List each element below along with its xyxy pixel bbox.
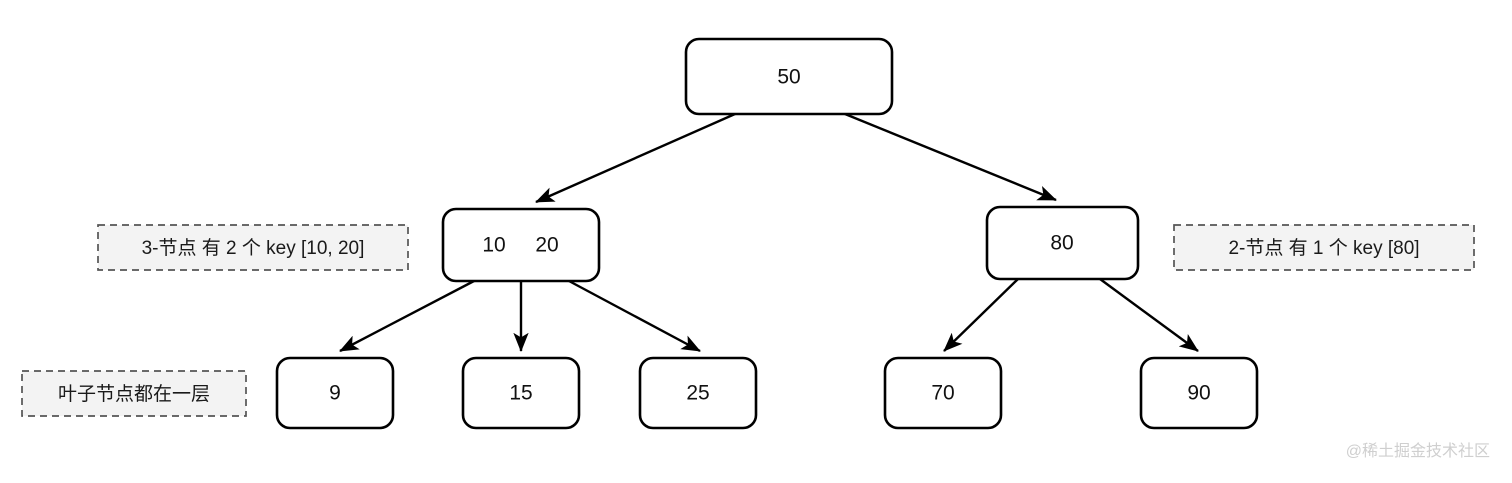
node-leaf-9-box xyxy=(275,356,395,430)
node-leaf-9-label: 9 xyxy=(329,382,341,405)
annotation-leaves-box xyxy=(21,370,247,417)
node-leaf-15-label: 15 xyxy=(509,382,532,405)
annotation-leaves-text: 叶子节点都在一层 xyxy=(58,383,210,405)
annotation-leaves: 叶子节点都在一层 xyxy=(21,370,247,417)
node-leaf-70-box xyxy=(883,356,1003,430)
node-leaf-70-label: 70 xyxy=(931,382,954,405)
node-leaf-90-label: 90 xyxy=(1187,382,1210,405)
node-leaf-9[interactable]: 9 xyxy=(275,356,395,430)
node-left-internal[interactable]: 10 20 xyxy=(441,207,601,283)
node-leaf-15-box xyxy=(461,356,581,430)
node-leaf-25-box xyxy=(638,356,758,430)
node-root[interactable]: 50 xyxy=(684,37,894,116)
annotation-3-node-box xyxy=(97,224,409,271)
annotation-2-node-box xyxy=(1173,224,1475,271)
annotation-2-node-text: 2-节点 有 1 个 key [80] xyxy=(1228,237,1419,259)
node-leaf-70[interactable]: 70 xyxy=(883,356,1003,430)
node-right-internal-box xyxy=(985,205,1140,281)
edge-root-to-right-internal xyxy=(844,112,1057,202)
edge-left-internal-to-leaf-25 xyxy=(568,279,701,353)
edge-right-internal-to-leaf-70 xyxy=(943,278,1019,352)
node-left-internal-key-1: 10 xyxy=(482,234,505,257)
node-right-internal-label: 80 xyxy=(1050,232,1073,255)
node-left-internal-box xyxy=(441,207,601,283)
node-leaf-15[interactable]: 15 xyxy=(461,356,581,430)
edge-right-internal-to-leaf-90 xyxy=(1099,278,1199,352)
annotation-3-node: 3-节点 有 2 个 key [10, 20] xyxy=(97,224,409,271)
edge-left-internal-to-leaf-9 xyxy=(339,279,475,353)
node-root-box xyxy=(684,37,894,116)
node-leaf-25[interactable]: 25 xyxy=(638,356,758,430)
edge-root-to-left-internal xyxy=(535,112,736,204)
node-left-internal-key-2: 20 xyxy=(535,234,558,257)
annotation-3-node-text: 3-节点 有 2 个 key [10, 20] xyxy=(142,237,365,259)
node-leaf-90[interactable]: 90 xyxy=(1139,356,1259,430)
node-right-internal[interactable]: 80 xyxy=(985,205,1140,281)
edge-group xyxy=(339,112,1199,353)
watermark: @稀土掘金技术社区 xyxy=(1346,442,1490,460)
node-root-label: 50 xyxy=(777,66,800,89)
node-leaf-25-label: 25 xyxy=(686,382,709,405)
node-leaf-90-box xyxy=(1139,356,1259,430)
annotation-2-node: 2-节点 有 1 个 key [80] xyxy=(1173,224,1475,271)
